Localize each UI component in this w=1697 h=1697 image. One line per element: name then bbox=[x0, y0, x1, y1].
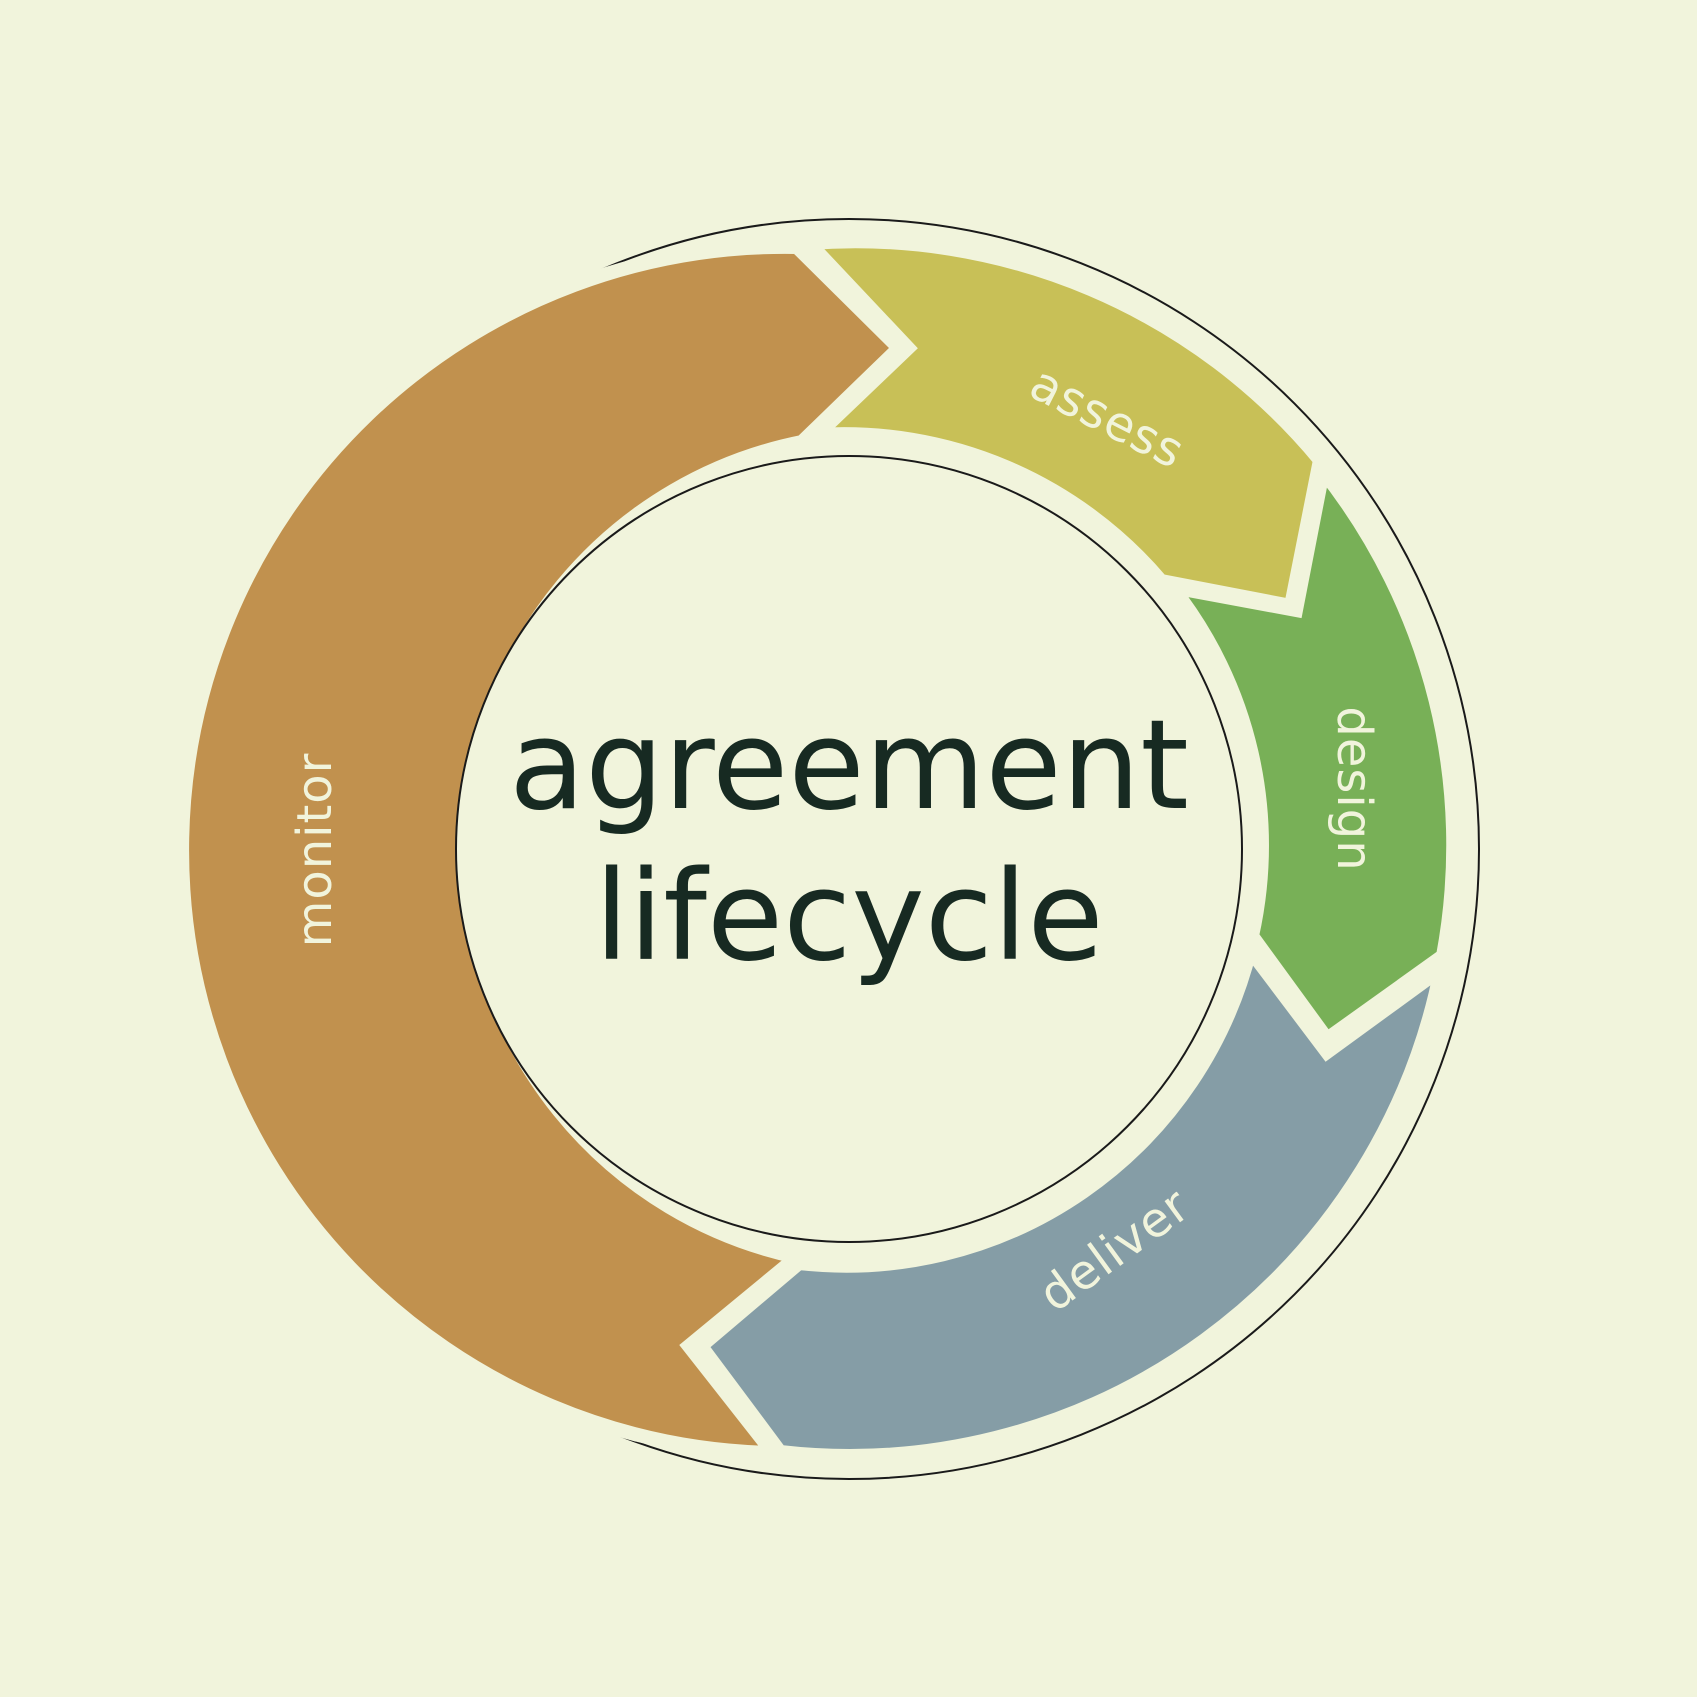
segment-deliver bbox=[691, 934, 1452, 1463]
stage-label-monitor: monitor bbox=[287, 753, 343, 948]
center-title-line2: lifecycle bbox=[594, 845, 1103, 989]
inner-ring-outline bbox=[455, 455, 1243, 1243]
stage-label-design: design bbox=[1326, 706, 1382, 871]
segment-design bbox=[1154, 454, 1461, 1049]
center-title-line1: agreement bbox=[509, 694, 1189, 838]
